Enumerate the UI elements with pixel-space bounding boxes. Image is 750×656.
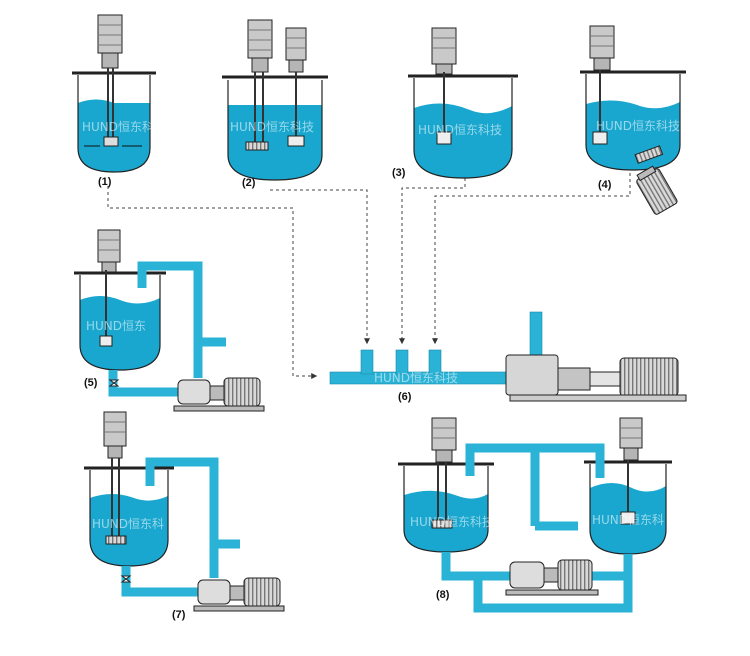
watermark: HUND恒东科技 [410,515,494,529]
system-6-inline-mixer: HUND恒东科技 (6) [329,311,687,403]
tank-2: HUND恒东科技 (2) [222,19,328,189]
figure-label-5: (5) [84,377,98,389]
figure-label-7: (7) [172,609,186,621]
watermark: HUND恒东科技 [374,371,458,385]
figure-label-1: (1) [98,176,112,188]
watermark: HUND恒东 [86,319,146,333]
figure-label-4: (4) [598,179,612,191]
tank-1: HUND恒东科技 (1) [72,14,166,188]
watermark: HUND恒东科 [592,513,664,527]
figure-label-6: (6) [398,391,412,403]
figure-label-3: (3) [392,167,406,179]
watermark: HUND恒东科技 [82,120,166,134]
figure-label-2: (2) [242,177,256,189]
system-5: HUND恒东 (5) [74,229,265,412]
watermark: HUND恒东科技 [418,123,502,137]
dashed-flow-lines [107,173,631,379]
watermark: HUND恒东科技 [596,119,680,133]
watermark: HUND恒东科技 [230,120,314,134]
system-7: HUND恒东科 (7) [84,411,285,621]
watermark: HUND恒东科 [92,517,164,531]
tank-3: HUND恒东科技 (3) [392,27,518,179]
figure-label-8: (8) [436,589,450,601]
tank-4: HUND恒东科技 (4) [580,25,686,215]
system-8: HUND恒东科技 HUND恒东科 (8) [398,417,672,613]
